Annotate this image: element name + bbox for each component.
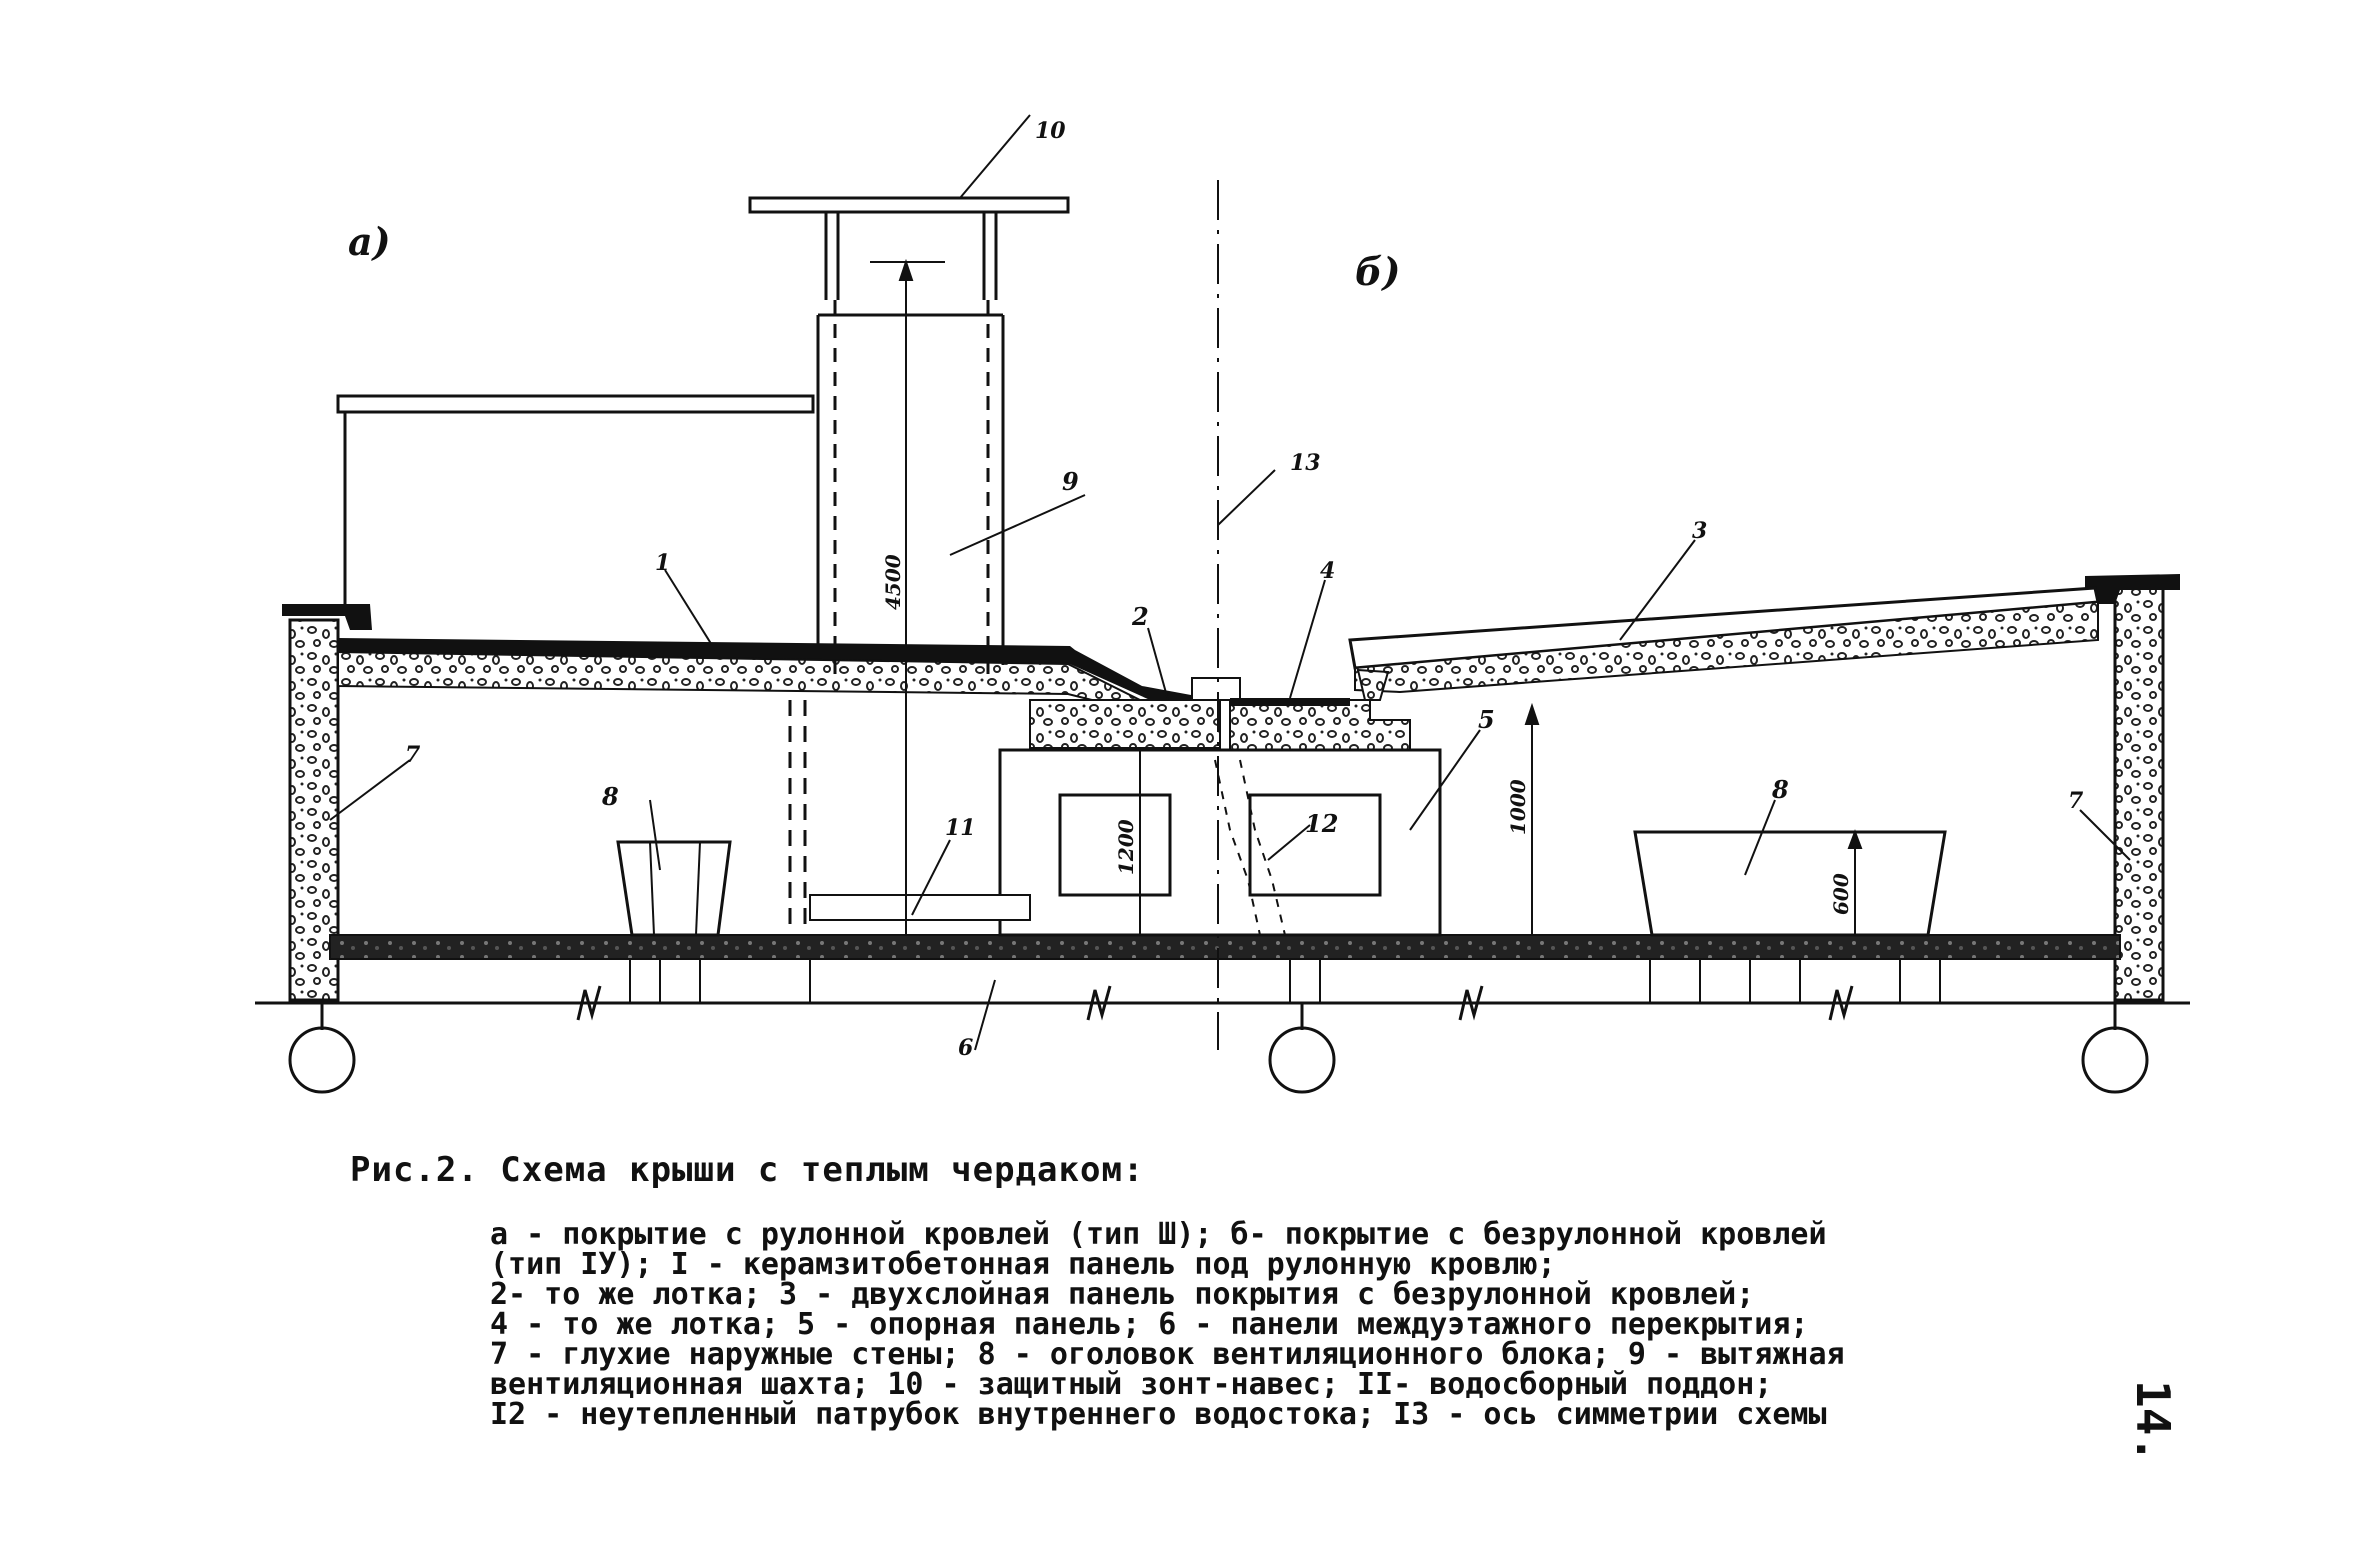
label-10: 10 <box>1035 118 1066 144</box>
label-6: 6 <box>958 1035 973 1061</box>
caption-body: а - покрытие с рулонной кровлей (тип Ш);… <box>490 1220 1845 1430</box>
axis-circle-center <box>1268 1026 1336 1094</box>
caption-line: 4 - то же лотка; 5 - опорная панель; 6 -… <box>490 1307 1809 1342</box>
caption-line: I2 - неутепленный патрубок внутреннего в… <box>490 1397 1827 1432</box>
roof-panel-right-insulation <box>1354 600 2099 694</box>
label-part-a: а) <box>348 219 391 264</box>
label-8-right: 8 <box>1771 775 1789 804</box>
left-upper-platform <box>336 394 815 414</box>
label-7-right: 7 <box>2068 788 2084 814</box>
label-12: 12 <box>1305 809 1338 838</box>
label-11: 11 <box>945 815 976 841</box>
label-part-b: б) <box>1355 249 1400 294</box>
dimension-1200: 1200 <box>1114 819 1138 875</box>
canopy-umbrella <box>748 196 1070 214</box>
label-13: 13 <box>1290 450 1321 476</box>
caption-line: вентиляционная шахта; 10 - защитный зонт… <box>490 1367 1773 1402</box>
axis-circle-right <box>2081 1026 2149 1094</box>
tray-support-right <box>1356 668 1390 701</box>
tray-right <box>1229 699 1411 751</box>
label-1: 1 <box>655 550 670 576</box>
dimension-4500: 4500 <box>881 554 905 610</box>
support-panel-opening-left <box>1058 793 1172 897</box>
label-2: 2 <box>1131 602 1149 631</box>
parapet-cap-right <box>2085 574 2180 604</box>
under-floor-hatching <box>629 960 1941 1003</box>
caption-line: а - покрытие с рулонной кровлей (тип Ш);… <box>490 1217 1827 1252</box>
label-3: 3 <box>1692 518 1707 544</box>
floor-slab <box>329 934 2121 960</box>
tray-left <box>1029 699 1221 749</box>
break-marks <box>576 985 1854 1021</box>
caption-line: (тип IУ); I - керамзитобетонная панель п… <box>490 1247 1556 1282</box>
tray-outlet-box <box>1191 677 1241 701</box>
caption-title: Рис.2. Схема крыши с теплым чердаком: <box>350 1150 1145 1190</box>
axis-circle-left <box>288 1026 356 1094</box>
canopy-supports <box>824 212 998 300</box>
vent-head-left <box>616 840 732 937</box>
axis-markers <box>288 1003 2149 1094</box>
vent-head-right <box>1633 830 1947 937</box>
support-panel-opening-right <box>1248 793 1382 897</box>
dimension-1000: 1000 <box>1506 779 1530 835</box>
caption-line: 2- то же лотка; 3 - двухслойная панель п… <box>490 1277 1755 1312</box>
label-8-left: 8 <box>601 782 619 811</box>
outer-wall-right <box>2113 583 2165 1002</box>
label-9: 9 <box>1062 467 1079 496</box>
ventilation-shaft <box>788 300 1005 935</box>
parapet-cap-left <box>282 604 372 630</box>
label-4: 4 <box>1320 558 1335 584</box>
label-7-left: 7 <box>405 742 421 768</box>
leader-lines <box>329 114 2131 1051</box>
label-5: 5 <box>1478 705 1495 734</box>
drain-pipe <box>1214 759 1286 936</box>
tray-right-cover <box>1230 698 1350 706</box>
caption-line: 7 - глухие наружные стены; 8 - оголовок … <box>490 1337 1845 1372</box>
page-number: 14. <box>2126 1380 2180 1464</box>
dimension-600: 600 <box>1829 873 1853 915</box>
dimension-lines <box>870 258 1863 935</box>
